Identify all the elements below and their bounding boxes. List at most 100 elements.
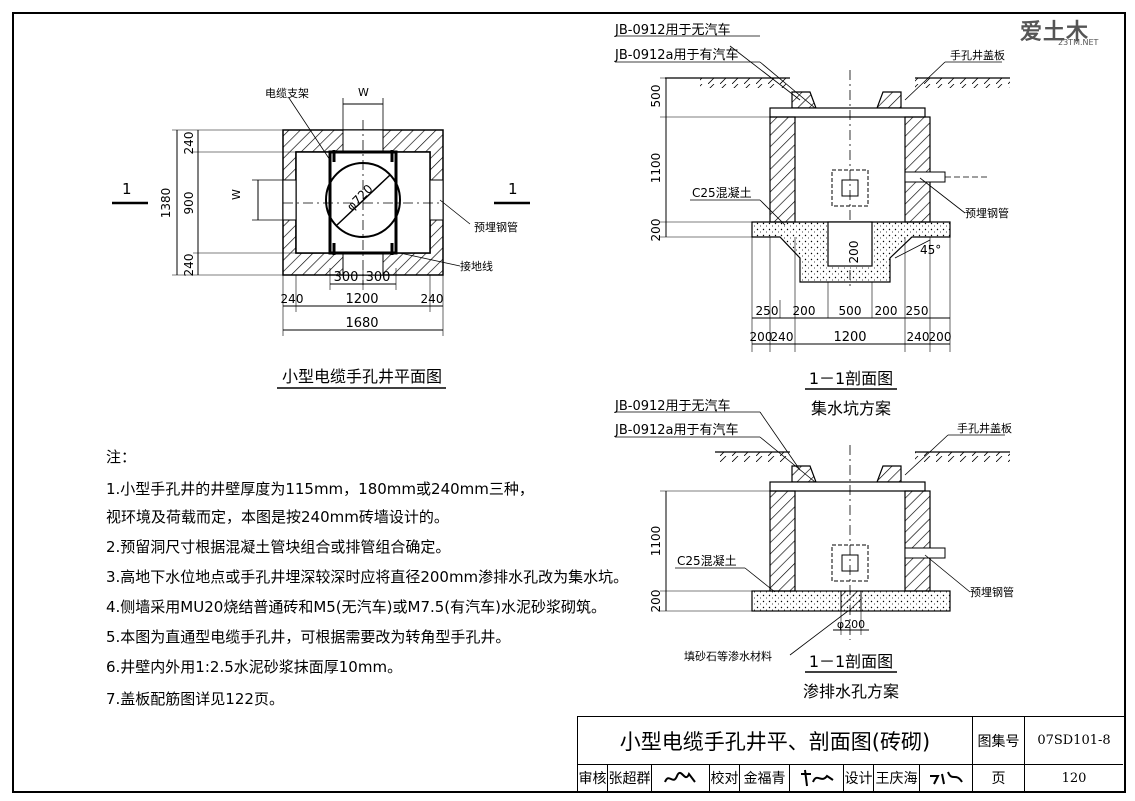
- cover-support: [876, 465, 902, 483]
- dim-text: 1100: [649, 526, 663, 557]
- cover-no-vehicle-label: JB-0912用于无汽车: [614, 22, 731, 38]
- soil-hatch: [700, 78, 790, 88]
- signature-graphic: [800, 769, 834, 787]
- dim-text: 1200: [833, 330, 866, 345]
- leader-line: [919, 177, 966, 214]
- plan-cover-frame: [328, 150, 398, 255]
- sheet-border: [12, 12, 1126, 793]
- soil-hatch: [915, 78, 1010, 88]
- signature-graphic: [663, 771, 696, 783]
- notes-heading: 注：: [106, 448, 137, 466]
- plan-diameter-line: [336, 174, 391, 226]
- leader-line: [759, 199, 786, 226]
- note-line: 2.预留洞尺寸根据混凝土管块组合或排管组合确定。: [106, 538, 451, 556]
- note-line: 4.侧墙采用MU20烧结普通砖和M5(无汽车)或M7.5(有汽车)水泥砂浆砌筑。: [106, 598, 607, 616]
- embedded-pipe: [904, 547, 946, 559]
- dim-text: 240: [182, 254, 196, 277]
- dim-text: 300: [366, 270, 391, 285]
- leader-line: [759, 61, 816, 109]
- page-label: 页: [973, 765, 1025, 791]
- plan-left-opening: [282, 179, 297, 221]
- dim-text: 250: [906, 304, 929, 318]
- designer-name: 王庆海: [874, 765, 920, 791]
- note-line: 6.井壁内外用1:2.5水泥砂浆抹面厚10mm。: [106, 658, 403, 676]
- watermark-logo: 爱土木 23TM.NET: [1018, 14, 1126, 48]
- leader-line: [924, 554, 971, 593]
- angle-line: [894, 239, 931, 259]
- note-line: 3.高地下水位地点或手孔井埋深较深时应将直径200mm渗排水孔改为集水坑。: [106, 568, 629, 586]
- check-label: 校对: [710, 765, 740, 791]
- dim-text: 1680: [345, 316, 378, 331]
- note-line: 5.本图为直通型电缆手孔井，可根据需要改为转角型手孔井。: [106, 628, 511, 646]
- drawing-title: 小型电缆手孔井平、剖面图(砖砌): [578, 717, 973, 765]
- leader-line: [288, 97, 331, 161]
- fill-material-label: 填砂石等渗水材料: [684, 649, 772, 663]
- reviewer-name: 张超群: [608, 765, 652, 791]
- reviewer-signature: [652, 765, 710, 791]
- section-seepage-title: 1－1剖面图: [809, 652, 893, 671]
- page-number: 120: [1061, 770, 1087, 786]
- dim-text: 200: [793, 304, 816, 318]
- seepage-hole: [840, 590, 862, 612]
- section-mark-right-label: 1: [508, 180, 518, 198]
- dim-text: 200: [649, 219, 663, 242]
- watermark-brand: 爱土木: [1020, 20, 1090, 45]
- section-seepage-subtitle: 渗排水孔方案: [803, 682, 899, 701]
- cover-support: [876, 91, 902, 109]
- note-line: 7.盖板配筋图详见122页。: [106, 690, 284, 708]
- cover-vehicle-label: JB-0912a用于有汽车: [614, 422, 739, 438]
- atlas-label: 图集号: [973, 717, 1025, 765]
- checker-name: 金福青: [740, 765, 790, 791]
- plan-view: 电缆支架 W W φ720 预埋钢管 接地线 1 1 240 900 240 1…: [112, 86, 530, 389]
- dim-text: 240: [421, 292, 444, 306]
- title-block: 小型电缆手孔井平、剖面图(砖砌) 图集号 07SD101-8 审核 张超群 校对…: [577, 716, 1125, 792]
- dim-text: 200: [649, 590, 663, 613]
- embedded-pipe-label: 预埋钢管: [965, 206, 1009, 220]
- dim-text: 1380: [159, 188, 173, 219]
- right-wall: [904, 116, 931, 223]
- section-sump-title: 1－1剖面图: [809, 369, 893, 388]
- design-label: 设计: [844, 765, 874, 791]
- soil-hatch: [715, 452, 790, 462]
- note-line: 视环境及荷载而定，本图是按240mm砖墙设计的。: [106, 508, 449, 526]
- w-top-label: W: [358, 86, 369, 99]
- leader-line: [759, 436, 816, 483]
- dim-text: 240: [771, 330, 794, 344]
- signature-graphic: [930, 771, 963, 785]
- section-mark-left-label: 1: [122, 180, 132, 198]
- leader-line: [789, 610, 849, 656]
- leader-line: [399, 252, 461, 267]
- cover-no-vehicle-label: JB-0912用于无汽车: [614, 398, 731, 414]
- leader-line: [904, 434, 949, 476]
- w-left-label: W: [230, 189, 243, 200]
- dim-text: 1200: [345, 292, 378, 307]
- cover-plate-label: 手孔井盖板: [950, 48, 1005, 62]
- dim-text: 300: [334, 270, 359, 285]
- dim-text: 240: [182, 132, 196, 155]
- dim-text: 500: [839, 304, 862, 318]
- dim-text: 200: [929, 330, 952, 344]
- cover-plate-label: 手孔井盖板: [957, 421, 1012, 435]
- dim-text: 500: [649, 85, 663, 108]
- cover-vehicle-label: JB-0912a用于有汽车: [614, 47, 739, 63]
- note-line: 1.小型手孔井的井壁厚度为115mm，180mm或240mm三种，: [106, 480, 534, 498]
- soil-hatch: [915, 452, 1010, 462]
- dim-text: 240: [907, 330, 930, 344]
- section-seepage: JB-0912用于无汽车 JB-0912a用于有汽车 手孔井盖板 C25混凝土 …: [614, 398, 1014, 701]
- dim-text: 240: [281, 292, 304, 306]
- checker-signature: [790, 765, 844, 791]
- dim-text: 900: [182, 192, 196, 215]
- angle-label: 45°: [920, 243, 941, 257]
- review-label: 审核: [578, 765, 608, 791]
- hole-diameter-label: φ200: [837, 618, 865, 631]
- atlas-number: 07SD101-8: [1025, 717, 1123, 765]
- cover-slab: [769, 107, 926, 118]
- ground-wire-label: 接地线: [460, 259, 493, 273]
- embedded-pipe: [904, 171, 946, 183]
- left-wall: [769, 490, 796, 592]
- embedded-pipe-label: 预埋钢管: [474, 220, 518, 234]
- dim-text: 200: [750, 330, 773, 344]
- watermark-site: 23TM.NET: [1058, 38, 1099, 47]
- leader-line: [904, 61, 946, 101]
